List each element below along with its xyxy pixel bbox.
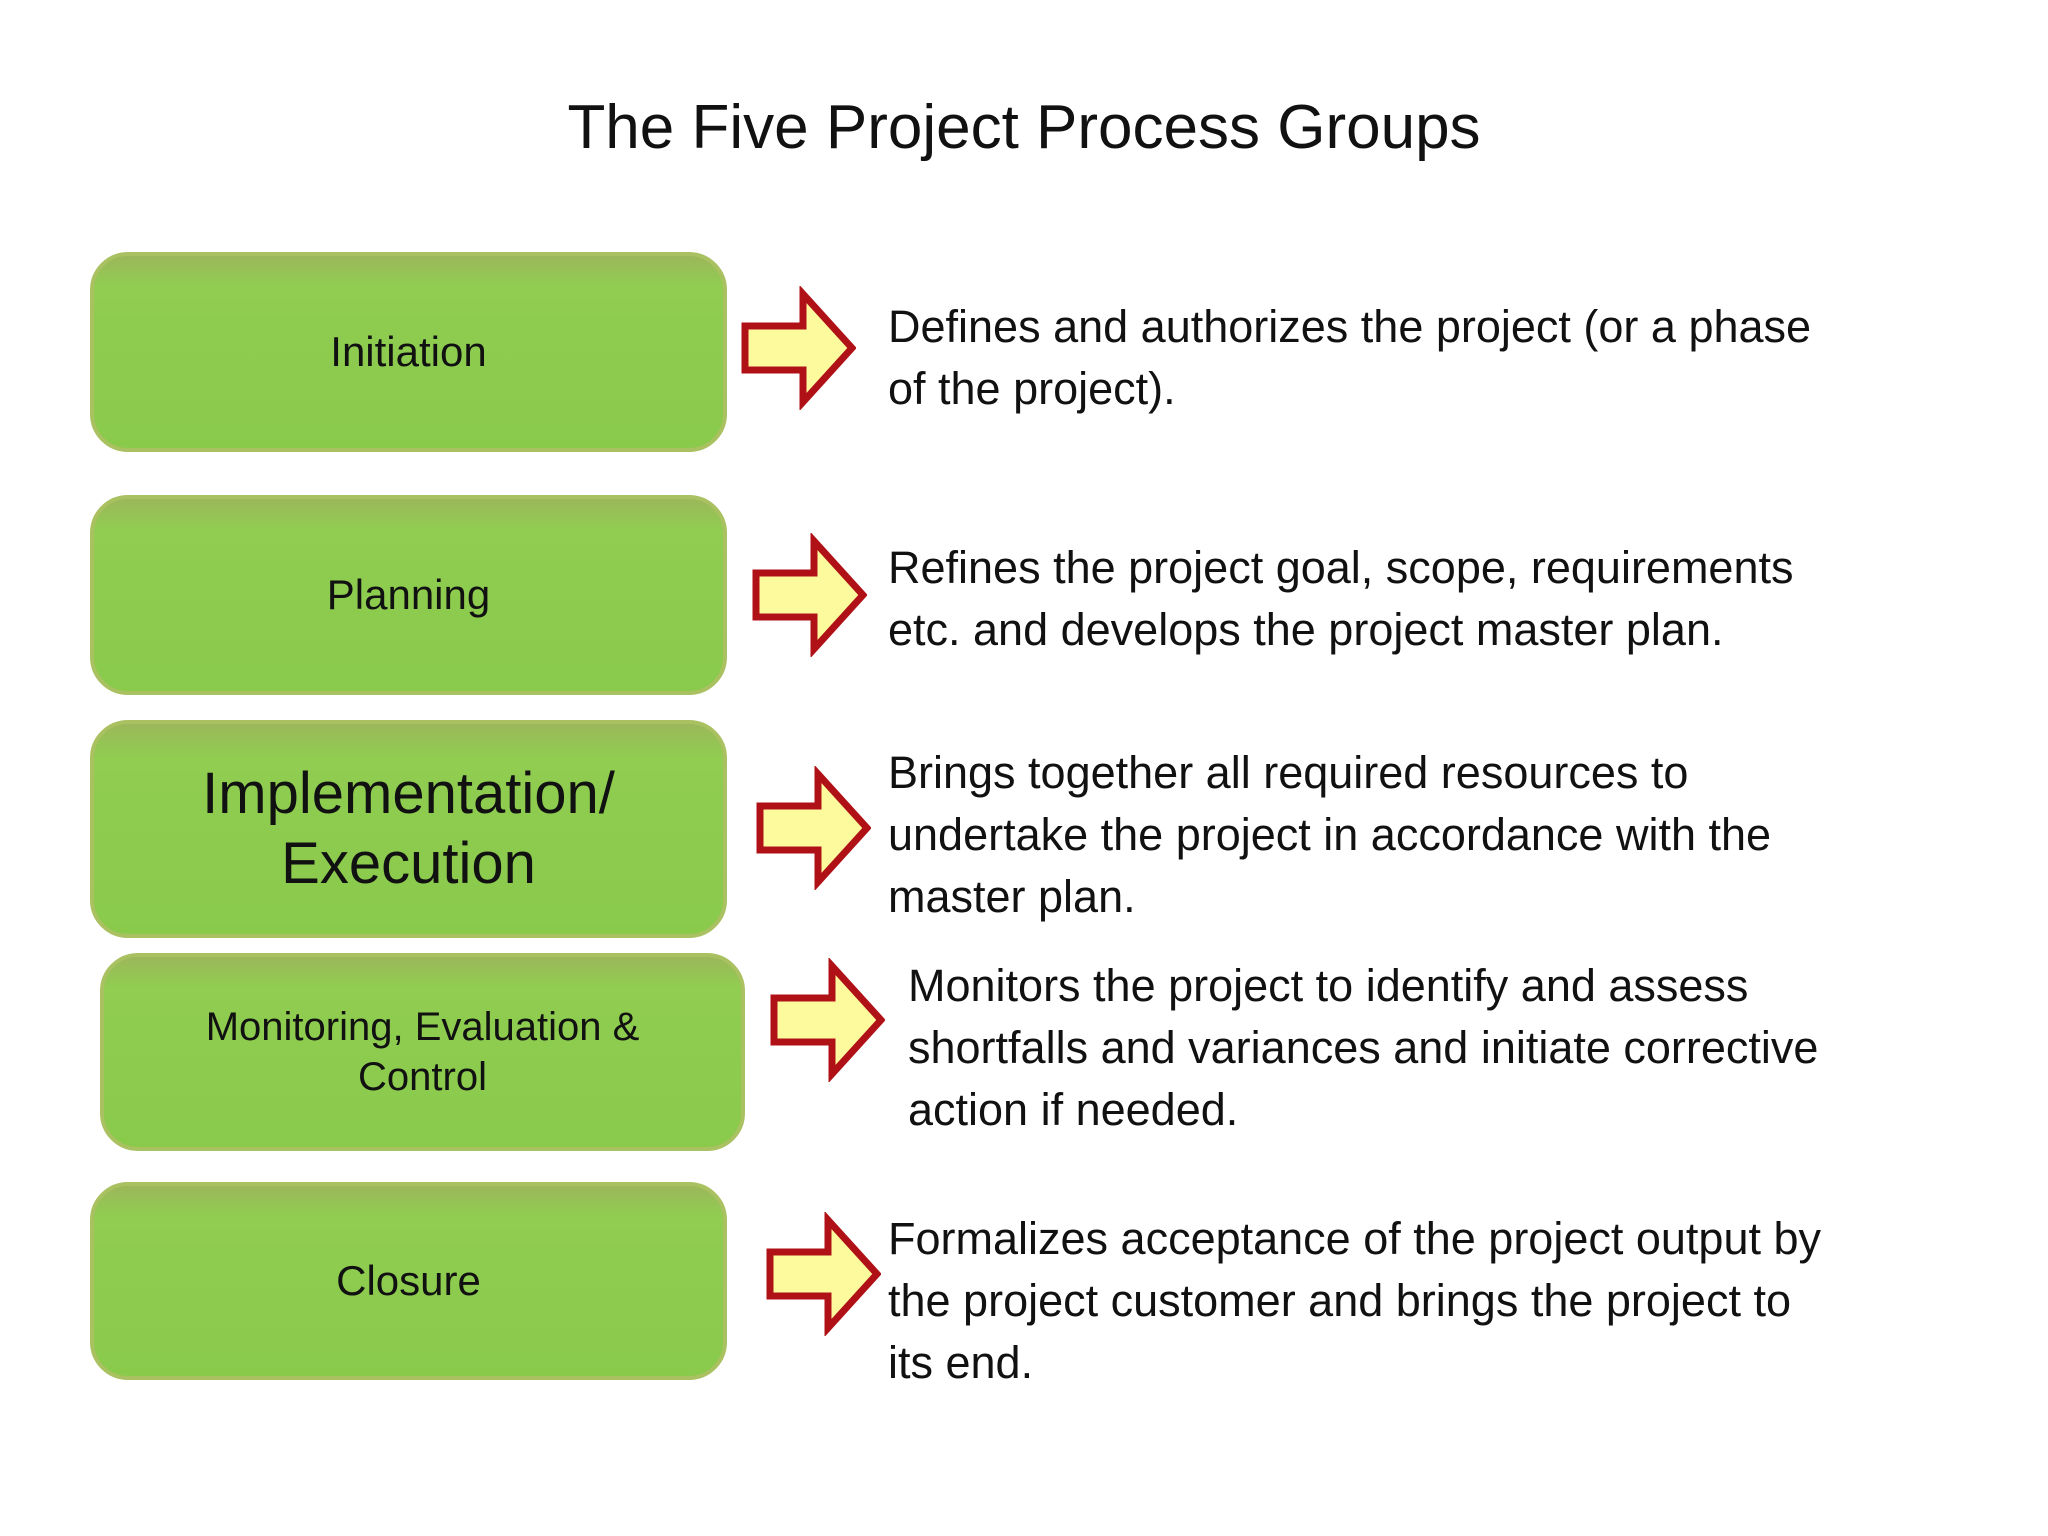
process-description: Formalizes acceptance of the project out… — [888, 1213, 1822, 1388]
process-box-planning: Planning — [90, 495, 727, 695]
process-box-label: Implementation/ Execution — [202, 761, 615, 896]
arrow-right-icon — [756, 766, 871, 890]
arrow-right-icon — [766, 1212, 881, 1336]
process-box-label: Closure — [336, 1256, 481, 1304]
arrow-right-icon — [752, 533, 867, 657]
process-box-label: Monitoring, Evaluation & Control — [205, 1005, 640, 1099]
process-box-label: Initiation — [330, 327, 487, 375]
process-description: Brings together all required resources t… — [888, 747, 1772, 922]
arrow-right-icon — [770, 958, 885, 1082]
process-box-initiation: Initiation — [90, 252, 727, 452]
process-box-monitoring-evaluation-control: Monitoring, Evaluation & Control — [100, 953, 745, 1151]
process-description: Defines and authorizes the project (or a… — [888, 301, 1812, 414]
process-description: Monitors the project to identify and ass… — [908, 960, 1819, 1135]
process-box-closure: Closure — [90, 1182, 727, 1380]
arrow-right-icon — [741, 286, 856, 410]
process-box-label: Planning — [326, 570, 491, 618]
process-box-implementation-execution: Implementation/ Execution — [90, 720, 727, 938]
process-description: Refines the project goal, scope, require… — [888, 542, 1794, 655]
diagram-title: The Five Project Process Groups — [567, 93, 1481, 162]
